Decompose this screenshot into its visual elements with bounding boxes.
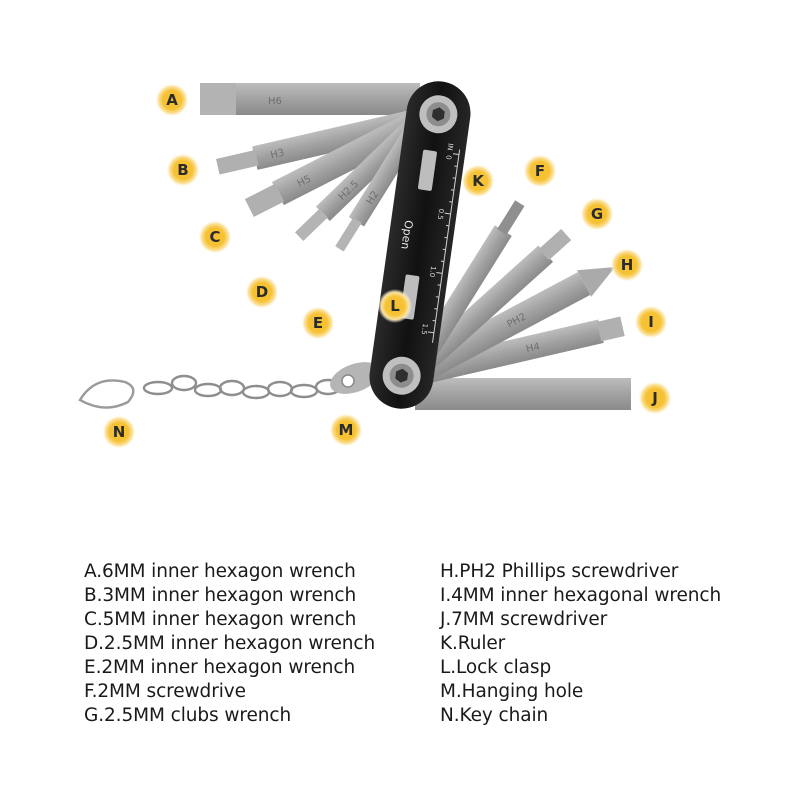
svg-text:B: B — [177, 161, 188, 179]
svg-text:H4: H4 — [525, 341, 541, 355]
callout-a: A — [155, 83, 189, 117]
callout-g: G — [580, 197, 614, 231]
callout-j: J — [638, 381, 672, 415]
key-chain — [78, 372, 360, 409]
svg-text:M: M — [339, 421, 354, 439]
multitool-diagram: H6 H3 H5 H2.5 H2 H4 — [78, 81, 672, 449]
callout-c: C — [198, 220, 232, 254]
legend-item-k: K.Ruler — [440, 633, 506, 654]
svg-text:IN: IN — [445, 143, 454, 151]
lock-slider-top — [418, 149, 437, 191]
svg-text:C: C — [209, 228, 220, 246]
bit-a-hex-6mm: H6 — [200, 83, 420, 115]
bit-g-clubs-2-5mm — [408, 228, 572, 379]
svg-text:A: A — [166, 91, 178, 109]
legend-item-h: H.PH2 Phillips screwdriver — [440, 561, 679, 582]
callout-d: D — [245, 275, 279, 309]
legend-item-e: E.2MM inner hexagon wrench — [84, 657, 356, 678]
svg-text:H6: H6 — [268, 96, 282, 107]
ruler — [427, 149, 461, 343]
callout-f: F — [523, 154, 557, 188]
legend-item-l: L.Lock clasp — [440, 657, 552, 678]
callout-e: E — [301, 306, 335, 340]
callout-m: M — [329, 413, 363, 447]
legend-item-i: I.4MM inner hexagonal wrench — [440, 585, 722, 606]
callout-k: K — [461, 164, 495, 198]
svg-text:N: N — [113, 423, 126, 441]
svg-text:L: L — [390, 297, 400, 315]
svg-text:1.5: 1.5 — [420, 323, 429, 335]
legend-item-b: B.3MM inner hexagon wrench — [84, 585, 357, 606]
legend-item-f: F.2MM screwdrive — [84, 681, 246, 702]
legend-item-j: J.7MM screwdriver — [440, 609, 608, 630]
bit-h-phillips-ph2: PH2 — [410, 267, 616, 385]
callouts: A B C D E F G H I J K L M N — [102, 83, 672, 449]
svg-text:G: G — [591, 205, 603, 223]
legend-left: A.6MM inner hexagon wrench B.3MM inner h… — [84, 560, 375, 728]
callout-i: I — [634, 305, 668, 339]
svg-text:0: 0 — [444, 155, 453, 161]
legend-item-m: M.Hanging hole — [440, 681, 584, 702]
svg-text:K: K — [472, 172, 485, 190]
legend-right: H.PH2 Phillips screwdriver I.4MM inner h… — [440, 560, 721, 728]
legend-item-c: C.5MM inner hexagon wrench — [84, 609, 357, 630]
svg-text:J: J — [651, 389, 658, 407]
bit-i-hex-4mm: H4 — [413, 316, 625, 386]
svg-text:D: D — [256, 283, 268, 301]
callout-b: B — [166, 153, 200, 187]
legend-item-g: G.2.5MM clubs wrench — [84, 705, 292, 726]
callout-h: H — [610, 248, 644, 282]
bit-c-hex-5mm: H5 — [244, 109, 427, 217]
bit-j-screwdriver-7mm — [415, 378, 631, 410]
bit-b-hex-3mm: H3 — [215, 108, 424, 175]
svg-text:E: E — [313, 314, 323, 332]
handle: IN 0 0.5 1.0 1.5 Open — [369, 81, 471, 409]
svg-text:I: I — [648, 313, 654, 331]
legend-item-a: A.6MM inner hexagon wrench — [84, 561, 356, 582]
callout-l: L — [378, 289, 412, 323]
svg-text:1.0: 1.0 — [428, 265, 437, 277]
legend-item-d: D.2.5MM inner hexagon wrench — [84, 633, 376, 654]
callout-n: N — [102, 415, 136, 449]
svg-text:F: F — [535, 162, 545, 180]
svg-text:H: H — [621, 256, 634, 274]
svg-text:H3: H3 — [269, 148, 285, 162]
legend-item-n: N.Key chain — [440, 705, 549, 726]
hanging-hole — [330, 362, 380, 394]
svg-text:0.5: 0.5 — [436, 208, 445, 220]
svg-text:Open: Open — [398, 219, 415, 250]
